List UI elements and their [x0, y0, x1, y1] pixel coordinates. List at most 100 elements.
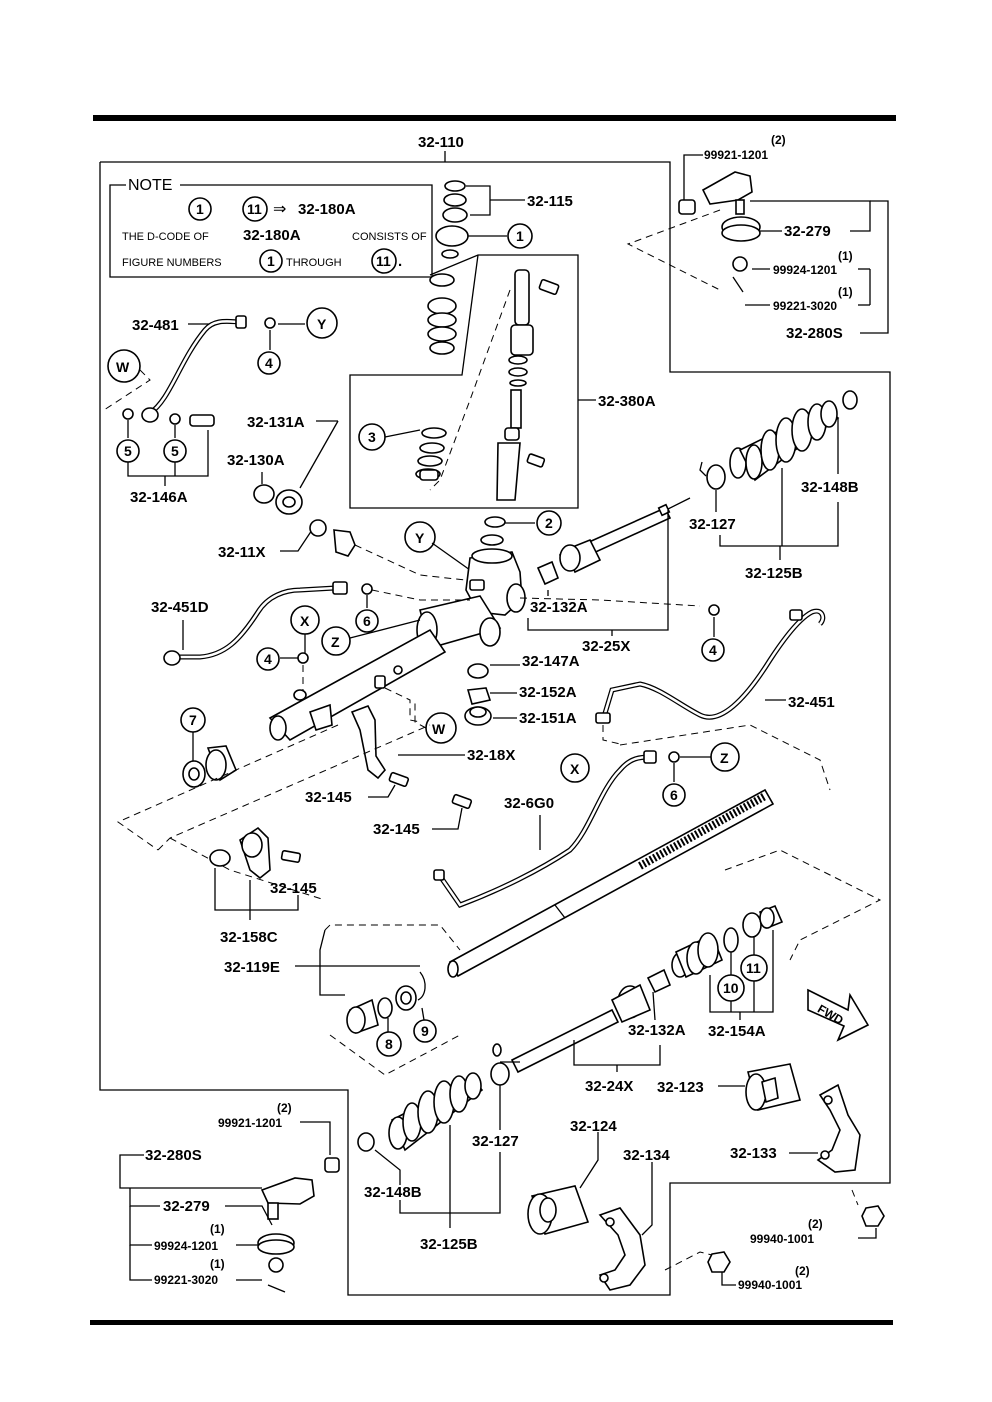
svg-text:32-133: 32-133 — [730, 1145, 777, 1162]
svg-text:X: X — [300, 613, 310, 629]
rack-bar — [447, 788, 775, 978]
svg-text:32-481: 32-481 — [132, 317, 179, 334]
bolts-99940-1001: (2) 99940-1001 (2) 99940-1001 — [664, 1189, 885, 1292]
inner-tie-rod-left: 32-132A 32-24X 10 11 32-154A — [500, 849, 882, 1095]
svg-text:99221-3020: 99221-3020 — [773, 299, 837, 313]
svg-text:99921-1201: 99921-1201 — [704, 148, 768, 162]
svg-text:32-24X: 32-24X — [585, 1078, 633, 1095]
svg-text:32-180A: 32-180A — [298, 201, 356, 218]
svg-text:4: 4 — [709, 642, 717, 658]
svg-text:32-127: 32-127 — [472, 1133, 519, 1150]
ref-z — [321, 626, 351, 656]
seal-stack-32-115: 32-115 1 — [435, 180, 573, 259]
pipe-32-6G0: 32-6G0 — [433, 750, 657, 909]
svg-text:6: 6 — [363, 613, 371, 629]
svg-text:Y: Y — [415, 530, 425, 546]
svg-text:32-451D: 32-451D — [151, 599, 209, 616]
svg-text:32-279: 32-279 — [784, 223, 831, 240]
note-title: NOTE — [128, 177, 172, 194]
boot-right-top: 32-127 32-148B 32-125B — [689, 390, 859, 582]
svg-text:(2): (2) — [771, 133, 786, 147]
svg-text:99940-1001: 99940-1001 — [750, 1232, 814, 1246]
svg-text:32-145: 32-145 — [373, 821, 420, 838]
svg-text:(1): (1) — [838, 285, 853, 299]
tie-rod-end-top-right: (2) 99921-1201 32-279 (1) 99924-1201 (1)… — [626, 133, 889, 342]
svg-text:Z: Z — [720, 750, 729, 766]
assembly-label: 32-110 — [418, 134, 464, 151]
svg-text:32-25X: 32-25X — [582, 638, 630, 655]
svg-text:32-380A: 32-380A — [598, 393, 656, 410]
svg-text:32-152A: 32-152A — [519, 684, 577, 701]
svg-text:32-151A: 32-151A — [519, 710, 577, 727]
svg-text:32-125B: 32-125B — [420, 1236, 478, 1253]
inner-tie-rod-right: 32-132A 32-25X — [519, 497, 701, 655]
svg-text:4: 4 — [265, 355, 273, 371]
svg-text:32-132A: 32-132A — [628, 1022, 686, 1039]
svg-text:THE D-CODE OF: THE D-CODE OF — [122, 231, 209, 243]
bushings-7: 7 — [180, 707, 237, 788]
svg-text:1: 1 — [267, 253, 275, 269]
svg-text:32-145: 32-145 — [305, 789, 352, 806]
svg-text:.: . — [398, 253, 402, 270]
svg-text:99924-1201: 99924-1201 — [154, 1239, 218, 1253]
svg-text:Z: Z — [331, 634, 340, 650]
svg-text:32-145: 32-145 — [270, 880, 317, 897]
svg-text:1: 1 — [516, 228, 524, 244]
bushing-32-11X: 32-11X — [218, 519, 466, 581]
ring-set-8-9: 32-119E 8 9 — [224, 924, 461, 1076]
guide-left-lower — [116, 724, 339, 851]
svg-text:32-451: 32-451 — [788, 694, 835, 711]
svg-text:THROUGH: THROUGH — [286, 257, 342, 269]
svg-text:W: W — [432, 721, 446, 737]
svg-text:(2): (2) — [795, 1264, 810, 1278]
svg-text:(1): (1) — [210, 1222, 225, 1236]
pipe-32-451D: 32-451D 6 — [151, 581, 470, 666]
yoke-parts: 32-147A 32-152A 32-151A — [464, 653, 580, 727]
svg-text:32-147A: 32-147A — [522, 653, 580, 670]
valve-box-32-380A: 3 32-380A — [349, 254, 656, 509]
svg-text:32-119E: 32-119E — [224, 959, 280, 976]
svg-text:32-154A: 32-154A — [708, 1023, 766, 1040]
note-box: NOTE 1 11 ⇒ 32-180A THE D-CODE OF 32-180… — [109, 177, 433, 278]
svg-text:5: 5 — [171, 443, 179, 459]
svg-text:32-18X: 32-18X — [467, 747, 515, 764]
svg-text:11: 11 — [247, 201, 262, 217]
fwd-arrow: FWD — [807, 988, 870, 1042]
svg-text:W: W — [116, 359, 130, 375]
pipe-32-451: 4 32-451 — [595, 604, 835, 745]
svg-text:99940-1001: 99940-1001 — [738, 1278, 802, 1292]
svg-text:32-127: 32-127 — [689, 516, 736, 533]
svg-text:8: 8 — [385, 1036, 393, 1052]
note-arrow: ⇒ — [273, 201, 286, 218]
svg-text:9: 9 — [421, 1023, 429, 1039]
svg-text:FIGURE NUMBERS: FIGURE NUMBERS — [122, 257, 222, 269]
svg-text:(1): (1) — [838, 249, 853, 263]
svg-text:(2): (2) — [277, 1101, 292, 1115]
svg-text:99221-3020: 99221-3020 — [154, 1273, 218, 1287]
svg-text:99921-1201: 99921-1201 — [218, 1116, 282, 1130]
svg-text:(1): (1) — [210, 1257, 225, 1271]
bracket-32-134: 32-134 — [598, 1147, 670, 1291]
svg-text:32-124: 32-124 — [570, 1118, 617, 1135]
svg-text:32-125B: 32-125B — [745, 565, 803, 582]
tie-rod-end-bottom-left: (2) 99921-1201 32-280S 32-279 (1) 99924-… — [119, 1101, 340, 1293]
svg-text:99924-1201: 99924-1201 — [773, 263, 837, 277]
ref-y — [404, 521, 436, 553]
svg-text:32-134: 32-134 — [623, 1147, 670, 1164]
pinion-housing: 2 — [416, 510, 562, 649]
ref-x-lower — [560, 753, 590, 783]
bracket-32-133: 32-133 — [730, 1083, 861, 1173]
svg-text:5: 5 — [124, 443, 132, 459]
pipe-32-481: 32-481 Y 4 W 5 5 32-146A — [103, 307, 338, 506]
guide-right — [619, 724, 831, 791]
boot-left-bottom: 32-127 32-148B 32-125B — [357, 1043, 519, 1253]
svg-text:4: 4 — [264, 651, 272, 667]
svg-text:32-280S: 32-280S — [145, 1147, 202, 1164]
mount-32-123: 32-123 — [657, 1063, 801, 1111]
svg-text:32-280S: 32-280S — [786, 325, 843, 342]
top-rule — [93, 115, 896, 121]
gear-tube — [268, 628, 447, 742]
svg-text:7: 7 — [189, 712, 197, 728]
svg-text:11: 11 — [376, 253, 391, 269]
